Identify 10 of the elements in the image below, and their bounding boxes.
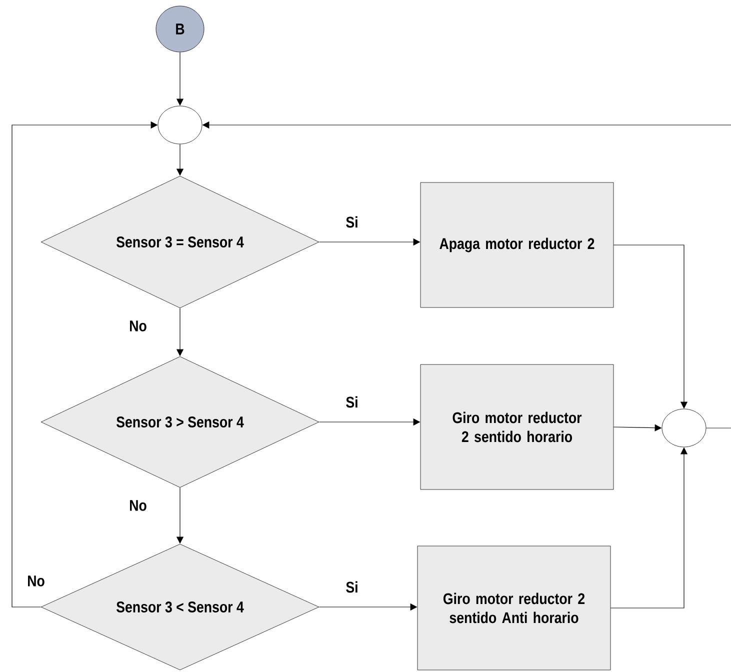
junction-circle [662, 408, 706, 448]
edge-label: Si [346, 396, 358, 408]
junction-circle [158, 106, 202, 144]
edge-label: No [130, 500, 146, 511]
edge-label: Si [346, 581, 358, 593]
edge-label: Si [346, 216, 358, 228]
edge-label: No [130, 320, 146, 332]
process-box: Giro motor reductor 2 sentido Anti horario [417, 546, 611, 670]
process-box: Giro motor reductor 2 sentido horario [420, 364, 614, 490]
process-box: Apaga motor reductor 2 [420, 182, 614, 308]
